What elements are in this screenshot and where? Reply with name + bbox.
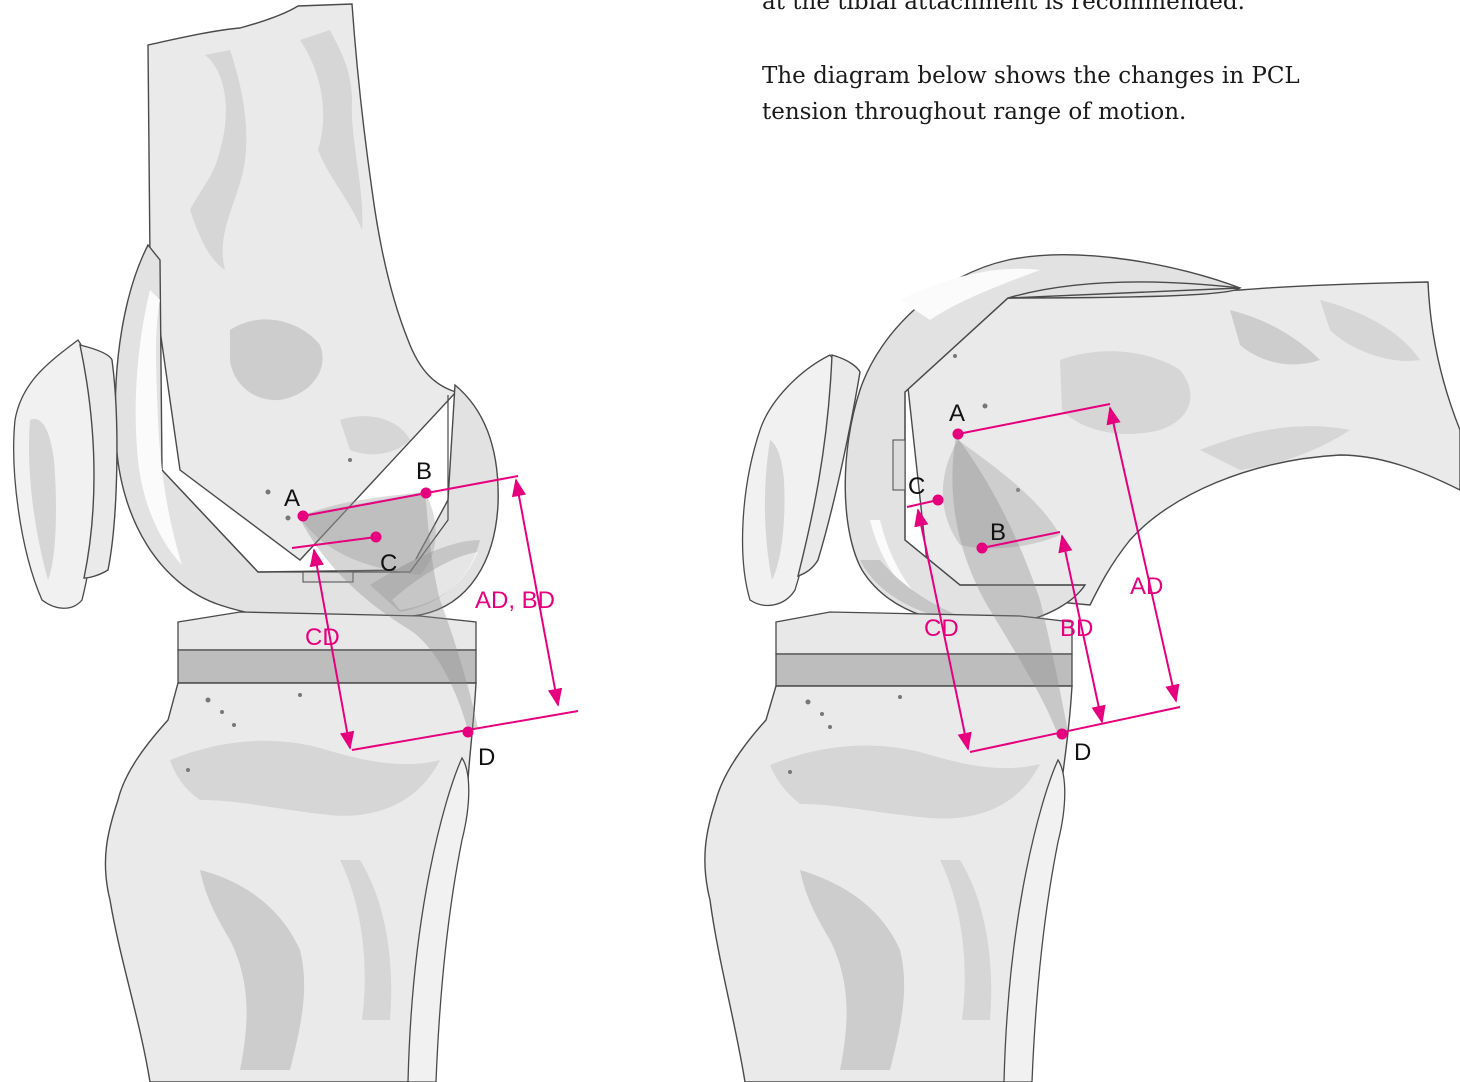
point-b-dot: [421, 488, 432, 499]
point-c-dot: [933, 495, 944, 506]
point-d-dot: [463, 727, 474, 738]
dimension-cd-label: CD: [924, 615, 959, 642]
point-a-dot: [953, 429, 964, 440]
point-b-label: B: [416, 458, 432, 485]
point-c-label: C: [908, 473, 925, 500]
point-b-label: B: [990, 519, 1006, 546]
dimension-cd-label: CD: [305, 624, 340, 651]
dimension-ad-bd-label: AD, BD: [475, 587, 555, 614]
dimension-ad-label: AD: [1130, 573, 1163, 600]
point-a-label: A: [284, 485, 300, 512]
point-b-dot: [977, 543, 988, 554]
point-a-label: A: [949, 400, 965, 427]
dimension-bd-label: BD: [1060, 615, 1093, 642]
point-d-label: D: [478, 744, 495, 771]
femur-extension: [148, 4, 456, 560]
point-a-dot: [298, 511, 309, 522]
extension-view: A B C D AD, BD CD: [14, 4, 578, 1082]
point-d-dot: [1057, 729, 1068, 740]
point-d-label: D: [1074, 739, 1091, 766]
point-c-label: C: [380, 550, 397, 577]
point-c-dot: [371, 532, 382, 543]
flexion-view: A C B D AD BD CD: [705, 255, 1460, 1082]
